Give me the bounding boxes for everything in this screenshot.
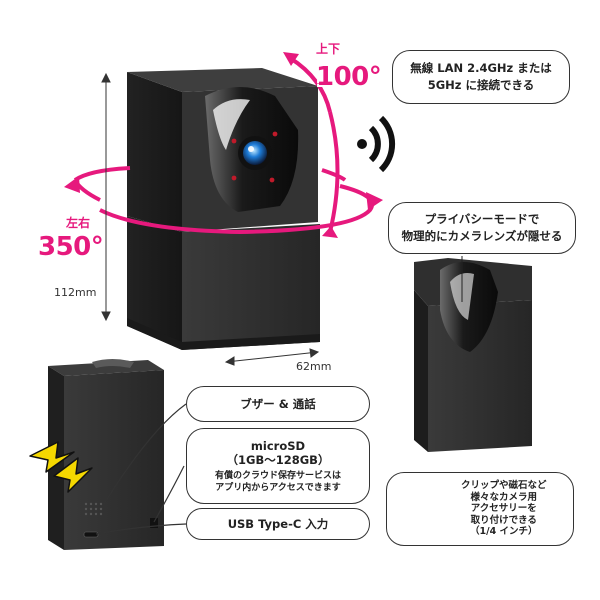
usb-callout: USB Type-C 入力 bbox=[186, 508, 370, 540]
tripod-nut-icon-slot bbox=[397, 482, 451, 536]
leader-lines bbox=[95, 403, 187, 535]
accessory-callout-text: クリップや磁石など 様々なカメラ用 アクセサリーを 取り付けできる （1/4 イ… bbox=[461, 480, 547, 538]
wifi-callout: 無線 LAN 2.4GHz または 5GHz に接続できる bbox=[392, 50, 570, 104]
accessory-callout: クリップや磁石など 様々なカメラ用 アクセサリーを 取り付けできる （1/4 イ… bbox=[386, 472, 574, 546]
tilt-arc bbox=[288, 56, 332, 113]
tilt-label: 上下 bbox=[316, 42, 341, 56]
microsd-note-line-1: 有償のクラウド保存サービスは bbox=[214, 470, 341, 481]
pan-label: 左右 bbox=[66, 216, 91, 230]
accessory-line-1: クリップや磁石など bbox=[461, 480, 547, 492]
height-dimension: 112mm bbox=[54, 286, 97, 299]
buzzer-callout: ブザー & 通話 bbox=[186, 386, 370, 422]
accessory-line-3: アクセサリーを bbox=[470, 503, 537, 515]
privacy-callout-line-1: プライバシーモードで bbox=[424, 212, 540, 226]
tilt-value: 100° bbox=[316, 62, 382, 92]
microsd-callout: microSD （1GB〜128GB） 有償のクラウド保存サービスは アプリ内か… bbox=[186, 428, 370, 504]
width-dimension: 62mm bbox=[296, 360, 332, 373]
privacy-camera bbox=[414, 258, 532, 452]
microsd-capacity: （1GB〜128GB） bbox=[226, 452, 330, 467]
pan-value: 350° bbox=[38, 232, 104, 262]
microsd-note-line-2: アプリ内からアクセスできます bbox=[215, 482, 341, 493]
main-camera bbox=[127, 68, 320, 350]
usb-callout-text: USB Type-C 入力 bbox=[227, 517, 329, 531]
privacy-callout-line-2: 物理的にカメラレンズが隠せる bbox=[401, 229, 563, 243]
accessory-line-4: 取り付けできる bbox=[470, 514, 537, 526]
accessory-line-2: 様々なカメラ用 bbox=[470, 491, 538, 503]
lightning-icon bbox=[29, 441, 93, 493]
privacy-callout: プライバシーモードで 物理的にカメラレンズが隠せる bbox=[388, 202, 576, 254]
accessory-line-5: （1/4 インチ） bbox=[470, 526, 538, 538]
wifi-callout-line-1: 無線 LAN 2.4GHz または bbox=[410, 61, 552, 75]
height-dimension-line bbox=[101, 72, 111, 322]
wifi-signal-icon bbox=[357, 115, 396, 173]
width-dimension-line bbox=[224, 348, 320, 366]
wifi-callout-line-2: 5GHz に接続できる bbox=[427, 78, 535, 92]
buzzer-callout-text: ブザー & 通話 bbox=[240, 397, 316, 411]
microsd-title: microSD bbox=[250, 438, 306, 453]
